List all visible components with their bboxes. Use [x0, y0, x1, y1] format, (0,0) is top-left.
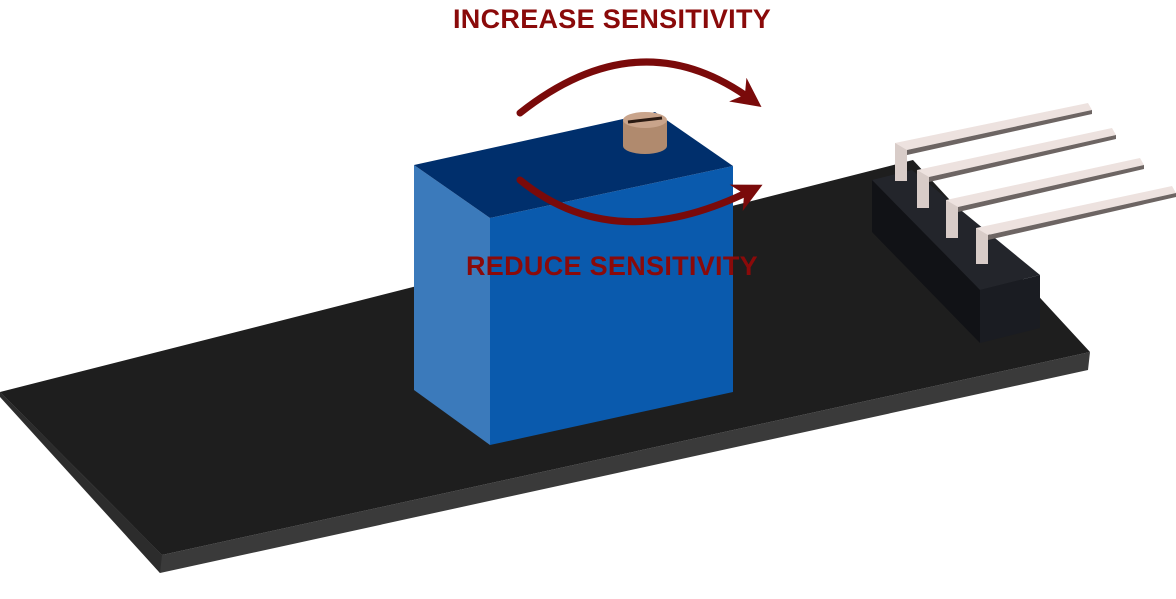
board-edge-left: [0, 392, 162, 573]
reduce-sensitivity-label: REDUCE SENSITIVITY: [466, 251, 758, 281]
header-pin: [917, 128, 1116, 208]
increase-sensitivity-label: INCREASE SENSITIVITY: [453, 4, 771, 34]
header-pin: [946, 158, 1144, 238]
header-block-side: [872, 180, 980, 343]
pin-header: [872, 103, 1176, 343]
header-block-front: [980, 275, 1040, 343]
potentiometer: [414, 112, 733, 445]
adjustment-screw-icon[interactable]: [623, 112, 667, 154]
header-pin: [895, 103, 1092, 181]
reduce-arrow-icon: [516, 176, 763, 226]
increase-arrow-icon: [516, 58, 762, 117]
header-pin: [976, 186, 1176, 264]
pot-side-face: [414, 165, 490, 445]
pot-front-face: [490, 166, 733, 445]
